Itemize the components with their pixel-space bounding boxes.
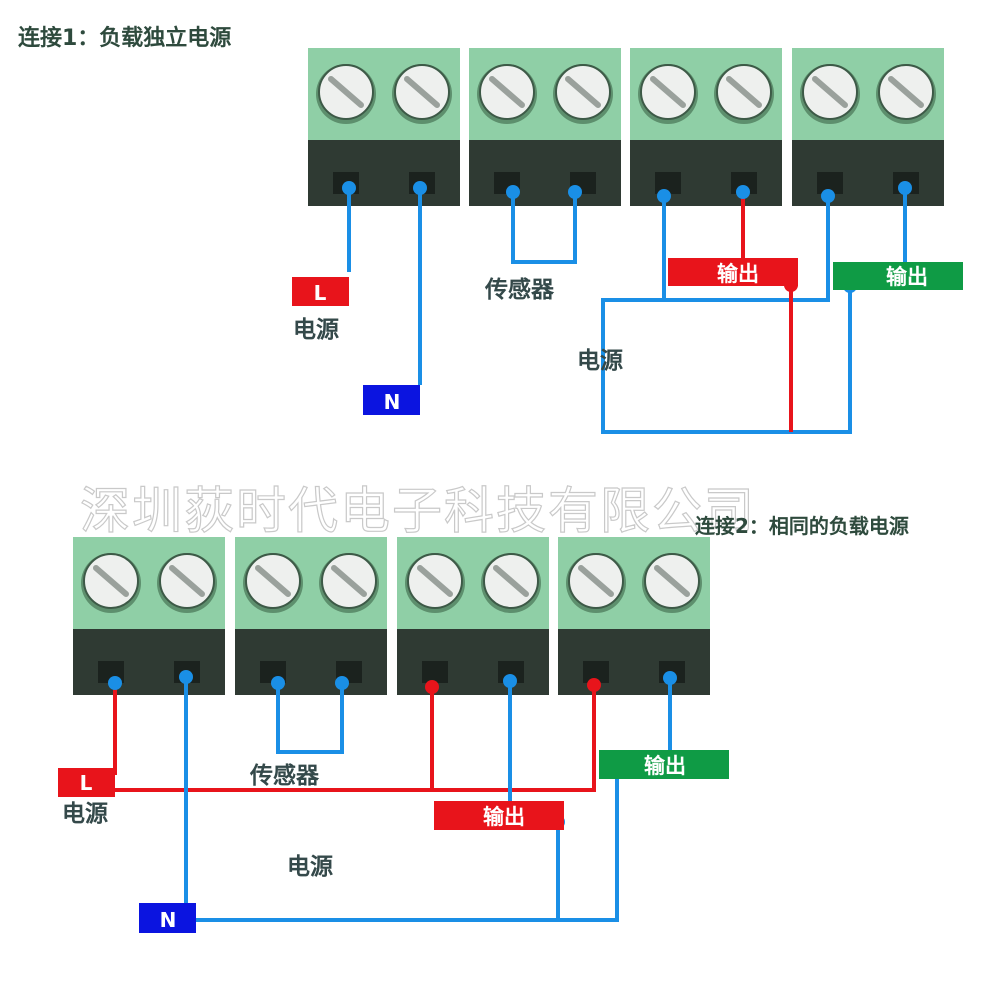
d1-dot-o4 [898,181,912,195]
d1-caption-power: 电源 [577,348,623,374]
svg-text:输出: 输出 [483,805,525,829]
d2-dot-s2 [335,676,349,690]
d2-power-terminal [73,537,225,695]
d2-output-terminal-green [558,537,710,695]
screw-slot [417,565,453,597]
screw-slot [565,76,601,108]
d1-dot-l [342,181,356,195]
company-watermark: 深圳荻时代电子科技有限公司 [80,482,756,540]
d2-tag-l: L [58,768,115,797]
screw-slot [650,76,686,108]
d2-wire-sensor [276,683,344,754]
d2-caption-power-l: 电源 [62,801,108,827]
d1-dot-s1 [506,185,520,199]
d2-output-terminal-red [397,537,549,695]
screw-slot [493,565,529,597]
screw-slot [331,565,367,597]
diagram1-title: 连接1：负载独立电源 [18,25,231,51]
screw-slot [169,565,205,597]
d1-output-terminal-green [792,48,944,206]
svg-text:N: N [384,390,401,414]
d1-tag-output-green: 输出 [833,262,963,290]
d1-tag-n: N [363,385,420,415]
d2-dot-s1 [271,676,285,690]
diagram2-title: 连接2：相同的负载电源 [695,514,909,538]
d1-dot-o3 [821,189,835,203]
terminal-base [792,140,944,206]
d1-dot-n [413,181,427,195]
screw-slot [328,76,364,108]
d2-dot-o2 [503,674,517,688]
wire-entry-1 [422,661,448,683]
terminal-base [630,140,782,206]
screw-slot [726,76,762,108]
wire-entry-1 [583,661,609,683]
screw-slot [578,565,614,597]
d2-tag-output-green: 输出 [599,750,729,779]
terminal-base [558,629,710,695]
terminal-base [397,629,549,695]
d2-wire-red-bus [115,685,596,792]
d2-tag-output-red: 输出 [434,801,564,830]
d2-dot-l [108,676,122,690]
d2-caption-sensor: 传感器 [249,762,320,789]
d1-wire-power-loop [601,196,852,434]
d1-output-terminal-red [630,48,782,206]
d2-dot-n [179,670,193,684]
diagram1-wires [347,188,907,434]
svg-text:L: L [80,771,93,795]
d1-dot-o1 [657,189,671,203]
svg-text:输出: 输出 [886,265,928,289]
d1-sensor-terminal [469,48,621,206]
terminal-base [235,629,387,695]
screw-slot [888,76,924,108]
svg-text:L: L [314,281,327,305]
svg-text:N: N [160,908,177,932]
d2-dot-o3 [587,678,601,692]
d1-caption-sensor: 传感器 [484,276,555,303]
diagram2-wires [113,677,672,922]
d1-caption-power-l: 电源 [293,317,339,343]
d1-wire-sensor [511,192,577,264]
wire-entry-1 [655,172,681,194]
diagram2-terminal-blocks [73,537,710,695]
d2-dot-o1 [425,680,439,694]
screw-slot [93,565,129,597]
diagram1-terminal-blocks [308,48,944,206]
screw-slot [404,76,440,108]
screw-slot [812,76,848,108]
d2-sensor-terminal [235,537,387,695]
screw-slot [654,565,690,597]
wire-entry-1 [817,172,843,194]
d2-tag-n: N [139,903,196,933]
terminal-base [469,140,621,206]
screw-slot [489,76,525,108]
d2-caption-power: 电源 [287,854,333,880]
d1-dot-s2 [568,185,582,199]
d1-tag-output-red: 输出 [668,258,798,286]
screw-slot [255,565,291,597]
d2-wire-n-bus [196,772,619,922]
svg-text:输出: 输出 [717,262,759,286]
terminal-base [73,629,225,695]
terminal-base [308,140,460,206]
svg-text:输出: 输出 [644,754,686,778]
d1-tag-l: L [292,277,349,306]
d1-dot-o2 [736,185,750,199]
d2-dot-o4 [663,671,677,685]
d1-power-terminal [308,48,460,206]
